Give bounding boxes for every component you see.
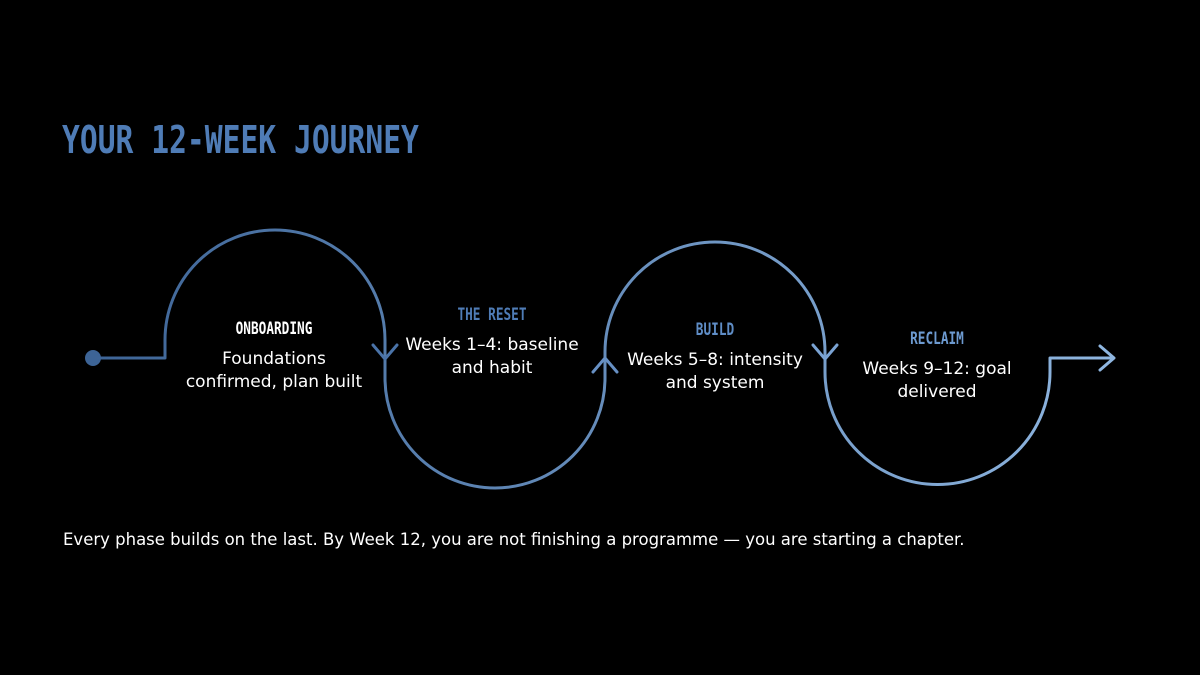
- phase-label: ONBOARDING: [235, 319, 313, 339]
- phase-description: Foundations confirmed, plan built: [185, 349, 363, 392]
- phase-onboarding: ONBOARDING Foundations confirmed, plan b…: [184, 318, 364, 394]
- phase-label: BUILD: [695, 320, 735, 340]
- arrow-right-icon: [1098, 344, 1116, 372]
- arrow-down-icon-1: [371, 343, 399, 361]
- arrow-down-icon-2: [811, 343, 839, 361]
- journey-path: [91, 228, 1114, 490]
- page-title: YOUR 12-WEEK JOURNEY: [62, 118, 419, 162]
- phase-build: BUILD Weeks 5–8: intensity and system: [625, 319, 805, 395]
- footer-note: Every phase builds on the last. By Week …: [63, 530, 965, 549]
- phase-reclaim: RECLAIM Weeks 9–12: goal delivered: [847, 328, 1027, 404]
- arrow-up-icon: [591, 356, 619, 374]
- phase-description: Weeks 5–8: intensity and system: [627, 350, 803, 393]
- phase-description: Weeks 9–12: goal delivered: [862, 359, 1012, 402]
- phase-the-reset: THE RESET Weeks 1–4: baseline and habit: [402, 304, 582, 380]
- phase-label: RECLAIM: [910, 329, 964, 349]
- phase-label: THE RESET: [457, 305, 527, 325]
- phase-description: Weeks 1–4: baseline and habit: [405, 335, 579, 378]
